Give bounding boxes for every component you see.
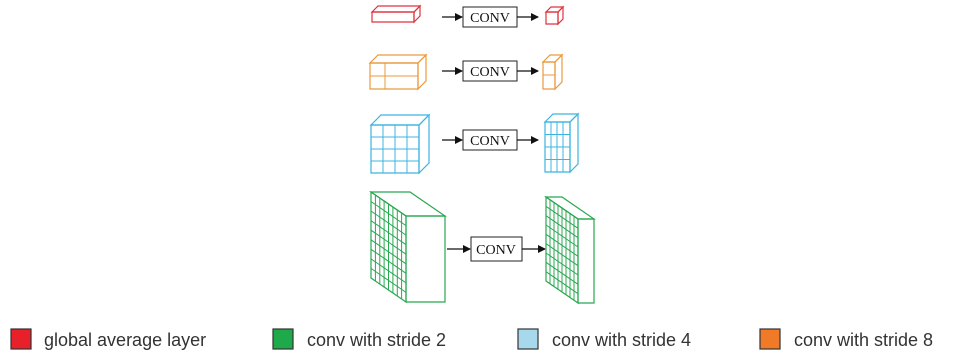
legend-label: conv with stride 8 <box>794 330 933 350</box>
legend-swatch <box>10 328 32 350</box>
legend-item-global-average-layer: global average layer <box>10 328 206 350</box>
legend-item-conv-stride-4: conv with stride 4 <box>517 328 691 350</box>
orange-input-block <box>368 53 428 91</box>
row-orange: CONV <box>368 53 564 91</box>
blue-input-block <box>369 113 431 175</box>
legend-swatch <box>517 328 539 350</box>
legend-label: global average layer <box>44 330 206 350</box>
legend-label: conv with stride 4 <box>552 330 691 350</box>
blue-output-block <box>543 112 580 174</box>
legend-swatch <box>759 328 781 350</box>
row-green: CONV <box>369 190 596 305</box>
row-blue: CONV <box>369 112 580 175</box>
green-input-block <box>369 190 447 304</box>
legend-label: conv with stride 2 <box>307 330 446 350</box>
conv-label: CONV <box>476 243 516 258</box>
conv-label: CONV <box>470 134 510 149</box>
legend-swatch <box>272 328 294 350</box>
legend-item-conv-stride-8: conv with stride 8 <box>759 328 933 350</box>
orange-output-block <box>541 53 564 91</box>
red-output-block <box>544 5 565 26</box>
legend: global average layer conv with stride 2 … <box>10 328 933 350</box>
conv-label: CONV <box>470 11 510 26</box>
green-output-block <box>544 195 596 305</box>
conv-label: CONV <box>470 65 510 80</box>
red-input-block <box>370 4 422 24</box>
legend-item-conv-stride-2: conv with stride 2 <box>272 328 446 350</box>
row-red: CONV <box>370 4 565 28</box>
